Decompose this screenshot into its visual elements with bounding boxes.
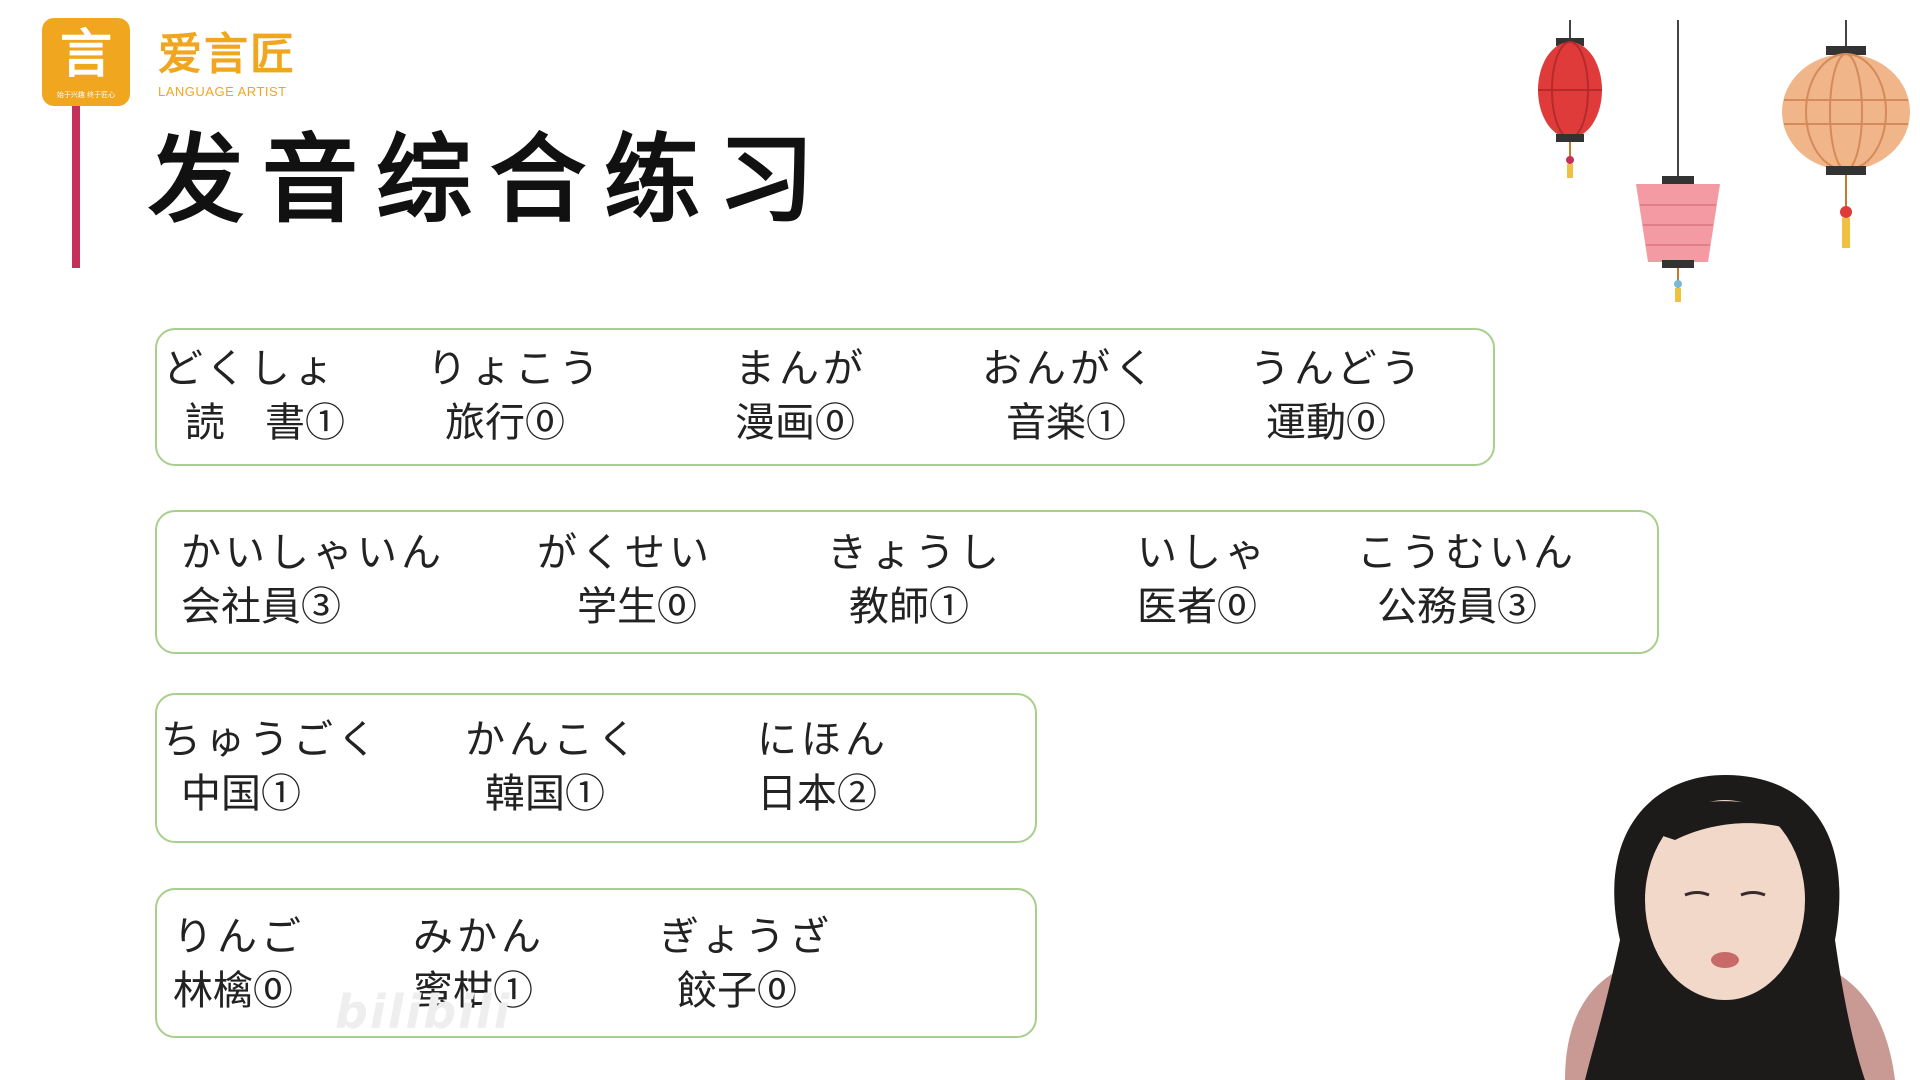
word-kana: かいしゃいん: [181, 530, 445, 576]
word-kana: にほん: [757, 717, 889, 763]
word-box-3: ちゅうごく 中国① かんこく 韓国① にほん 日本②: [155, 693, 1037, 843]
presenter-face: [1645, 800, 1805, 1000]
word-kana: みかん: [413, 914, 545, 960]
word-kanji: 韓国①: [485, 771, 605, 817]
word-kana: まんが: [735, 346, 867, 392]
word-kana: いしゃ: [1137, 530, 1269, 576]
word-kanji: 餃子⓪: [677, 968, 797, 1014]
word-item: どくしょ 読 書①: [163, 342, 345, 450]
word-kanji: 運動⓪: [1266, 400, 1386, 446]
word-kanji: 公務員③: [1377, 584, 1537, 630]
brand-subtitle: LANGUAGE ARTIST: [158, 84, 287, 99]
word-item: がくせい 学生⓪: [537, 526, 713, 634]
word-kana: りんご: [173, 914, 305, 960]
word-kanji: 音楽①: [1006, 400, 1126, 446]
word-box-2: かいしゃいん 会社員③ がくせい 学生⓪ きょうし 教師① いしゃ 医者⓪ こう…: [155, 510, 1659, 654]
brand-logo: 言 始于兴趣 终于匠心: [42, 18, 130, 106]
word-item: りんご 林檎⓪: [173, 910, 305, 1018]
word-kana: りょこう: [427, 346, 603, 392]
orange-lantern-icon: [1782, 20, 1910, 248]
word-kanji: 漫画⓪: [735, 400, 855, 446]
word-kanji: 会社員③: [181, 584, 341, 630]
word-kanji: 読 書①: [185, 400, 345, 446]
watermark: bilibili: [335, 985, 512, 1039]
word-item: きょうし 教師①: [827, 526, 1003, 634]
word-item: ぎょうざ 餃子⓪: [659, 910, 833, 1018]
word-item: みかん 蜜柑①: [413, 910, 545, 1018]
word-kanji: 蜜柑①: [413, 968, 533, 1014]
word-item: おんがく 音楽①: [982, 342, 1158, 450]
word-box-1: どくしょ 読 書① りょこう 旅行⓪ まんが 漫画⓪ おんがく 音楽① うんどう…: [155, 328, 1495, 466]
word-kanji: 教師①: [849, 584, 969, 630]
word-kana: ちゅうごく: [161, 717, 381, 763]
word-item: りょこう 旅行⓪: [427, 342, 603, 450]
logo-glyph: 言: [59, 25, 112, 85]
accent-bar: [72, 106, 80, 268]
word-kana: がくせい: [537, 530, 713, 576]
word-kana: きょうし: [827, 530, 1003, 576]
word-kanji: 旅行⓪: [445, 400, 565, 446]
word-kanji: 医者⓪: [1137, 584, 1257, 630]
word-item: ちゅうごく 中国①: [161, 713, 381, 821]
word-item: うんどう 運動⓪: [1250, 342, 1425, 450]
pink-lantern-icon: [1636, 20, 1720, 302]
page-title: 发音综合练习: [148, 123, 832, 236]
word-item: にほん 日本②: [757, 713, 889, 821]
word-item: かいしゃいん 会社員③: [181, 526, 445, 634]
word-kana: ぎょうざ: [659, 914, 833, 960]
word-kanji: 林檎⓪: [173, 968, 293, 1014]
word-box-4: りんご 林檎⓪ みかん 蜜柑① ぎょうざ 餃子⓪: [155, 888, 1037, 1038]
word-item: こうむいん 公務員③: [1357, 526, 1577, 634]
word-kanji: 中国①: [181, 771, 301, 817]
word-kana: うんどう: [1250, 346, 1425, 392]
word-kana: こうむいん: [1357, 530, 1577, 576]
word-kana: かんこく: [465, 717, 641, 763]
word-kanji: 学生⓪: [577, 584, 697, 630]
lanterns-decoration: [1538, 20, 1910, 302]
red-lantern-icon: [1538, 20, 1602, 178]
word-kana: おんがく: [982, 346, 1158, 392]
brand-name: 爱言匠: [158, 29, 296, 80]
word-kanji: 日本②: [757, 771, 877, 817]
presenter-video: [1525, 770, 1920, 1080]
word-item: まんが 漫画⓪: [735, 342, 867, 450]
logo-slogan: 始于兴趣 终于匠心: [56, 91, 116, 99]
word-item: いしゃ 医者⓪: [1137, 526, 1269, 634]
word-kana: どくしょ: [163, 346, 338, 392]
word-item: かんこく 韓国①: [465, 713, 641, 821]
